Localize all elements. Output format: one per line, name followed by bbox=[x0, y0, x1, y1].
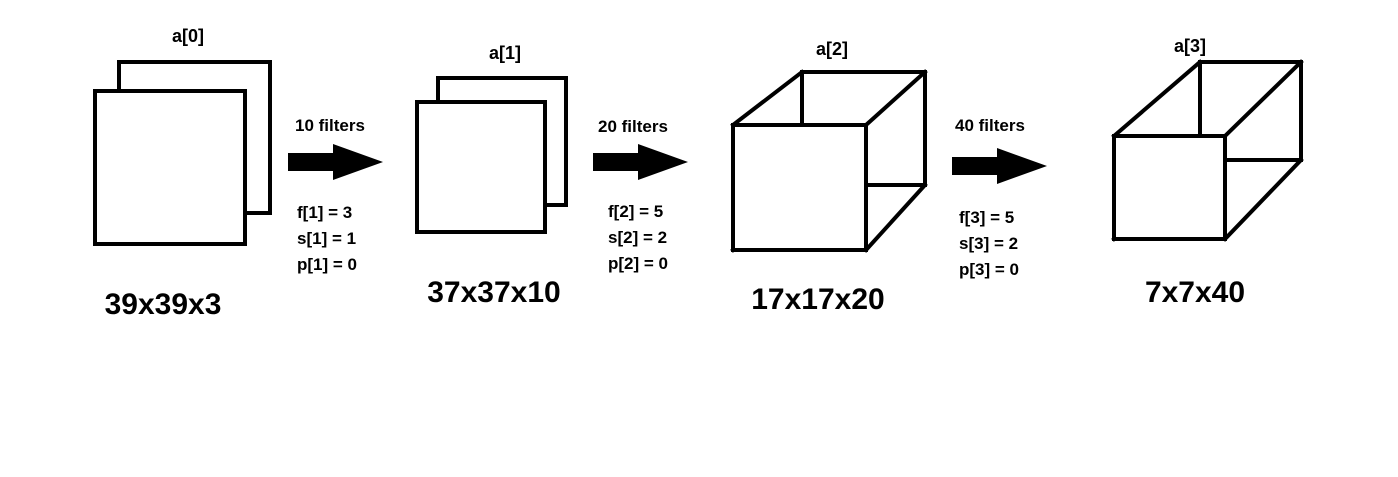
volume-a2-edge-top-left bbox=[730, 69, 805, 128]
volume-a1: a[1] 37x37x10 bbox=[415, 43, 568, 309]
volume-a3: a[3] 7x7x40 bbox=[1111, 36, 1304, 309]
layer-2-p: p[2] = 0 bbox=[608, 254, 668, 273]
volume-a1-dims: 37x37x10 bbox=[427, 276, 560, 309]
layer-2: 20 filters f[2] = 5 s[2] = 2 p[2] = 0 bbox=[593, 117, 688, 273]
layer-2-s: s[2] = 2 bbox=[608, 228, 667, 247]
layer-2-filters: 20 filters bbox=[598, 117, 668, 136]
volume-a3-edge-top-left bbox=[1111, 59, 1203, 139]
layer-3-f: f[3] = 5 bbox=[959, 208, 1014, 227]
layer-3: 40 filters f[3] = 5 s[3] = 2 p[3] = 0 bbox=[952, 116, 1047, 279]
layer-1-s: s[1] = 1 bbox=[297, 229, 356, 248]
volume-a0-dims: 39x39x3 bbox=[105, 288, 222, 321]
layer-2-arrow-icon bbox=[593, 144, 688, 180]
volume-a3-front-face bbox=[1112, 134, 1227, 241]
layer-1-p: p[1] = 0 bbox=[297, 255, 357, 274]
layer-1-filters: 10 filters bbox=[295, 116, 365, 135]
volume-a2-front-face bbox=[731, 123, 868, 252]
layer-3-p: p[3] = 0 bbox=[959, 260, 1019, 279]
volume-a2-dims: 17x17x20 bbox=[751, 283, 884, 316]
volume-a2-edge-top-right bbox=[863, 69, 928, 128]
volume-a2: a[2] 17x17x20 bbox=[730, 39, 928, 316]
layer-3-s: s[3] = 2 bbox=[959, 234, 1018, 253]
volume-a3-label: a[3] bbox=[1174, 36, 1206, 56]
layer-1: 10 filters f[1] = 3 s[1] = 1 p[1] = 0 bbox=[288, 116, 383, 274]
volume-a0: a[0] 39x39x3 bbox=[93, 26, 272, 321]
layer-3-arrow-icon bbox=[952, 148, 1047, 184]
volume-a2-edge-bottom-right bbox=[863, 182, 928, 253]
volume-a2-label: a[2] bbox=[816, 39, 848, 59]
layer-1-arrow-icon bbox=[288, 144, 383, 180]
layer-2-f: f[2] = 5 bbox=[608, 202, 663, 221]
volume-a3-edge-bottom-right bbox=[1222, 157, 1304, 242]
volume-a1-label: a[1] bbox=[489, 43, 521, 63]
layer-3-filters: 40 filters bbox=[955, 116, 1025, 135]
layer-1-f: f[1] = 3 bbox=[297, 203, 352, 222]
volume-a1-front-square bbox=[415, 100, 547, 234]
volume-a3-dims: 7x7x40 bbox=[1145, 276, 1245, 309]
volume-a3-edge-top-right bbox=[1222, 59, 1304, 139]
volume-a3-back-face bbox=[1198, 60, 1303, 162]
volume-a0-front-square bbox=[93, 89, 247, 246]
volume-a0-label: a[0] bbox=[172, 26, 204, 46]
